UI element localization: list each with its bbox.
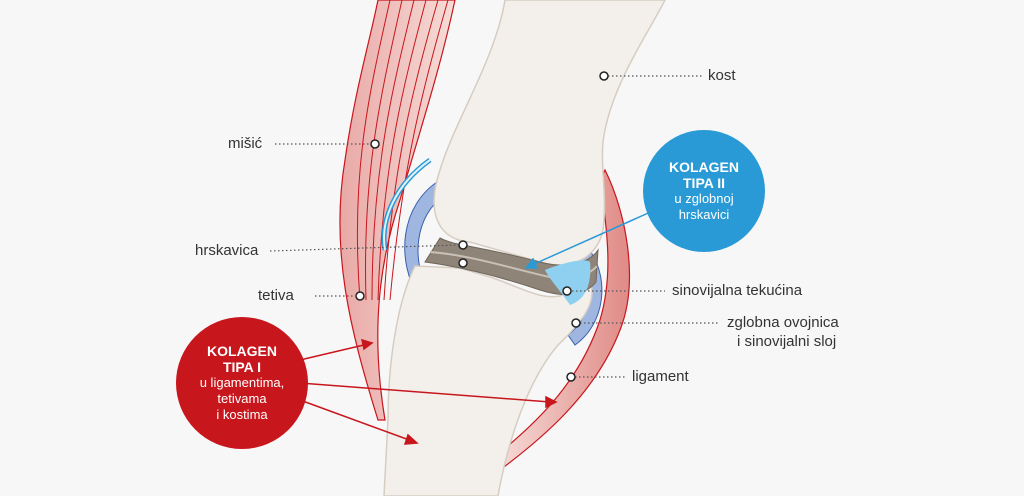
leader-lines [269,75,720,378]
label-sinovijalna-tekucina: sinovijalna tekućina [672,282,803,299]
collagen-1-desc-2: tetivama [217,391,267,406]
label-hrskavica: hrskavica [195,242,259,259]
synovial-fluid [545,260,591,305]
label-kost: kost [708,67,736,84]
collagen-2-desc-2: hrskavici [678,207,730,222]
collagen-1-arrows [299,338,558,445]
collagen-type-2-badge: KOLAGEN TIPA II u zglobnoj hrskavici [643,130,765,252]
label-tetiva: tetiva [258,287,294,304]
collagen-1-title: KOLAGEN [207,343,277,359]
collagen-2-arrow [524,209,656,269]
label-sinovijalni-sloj: i sinovijalni sloj [737,333,837,350]
tibia-bone [383,265,593,496]
collagen-1-type: TIPA I [222,359,262,375]
muscle-fibers [356,0,449,301]
collagen-1-desc-3: i kostima [216,407,268,422]
label-misic: mišić [228,135,263,152]
femur-bone [433,0,666,266]
collagen-1-desc-1: u ligamentima, [199,375,285,390]
label-ligament: ligament [632,368,689,385]
collagen-2-desc-1: u zglobnoj [674,191,734,206]
collagen-2-title: KOLAGEN [669,159,739,175]
marker-dots [355,71,609,382]
collagen-2-type: TIPA II [683,175,725,191]
label-zglobna-ovojnica: zglobna ovojnica [727,314,839,331]
collagen-type-1-badge: KOLAGEN TIPA I u ligamentima, tetivama i… [176,317,308,449]
